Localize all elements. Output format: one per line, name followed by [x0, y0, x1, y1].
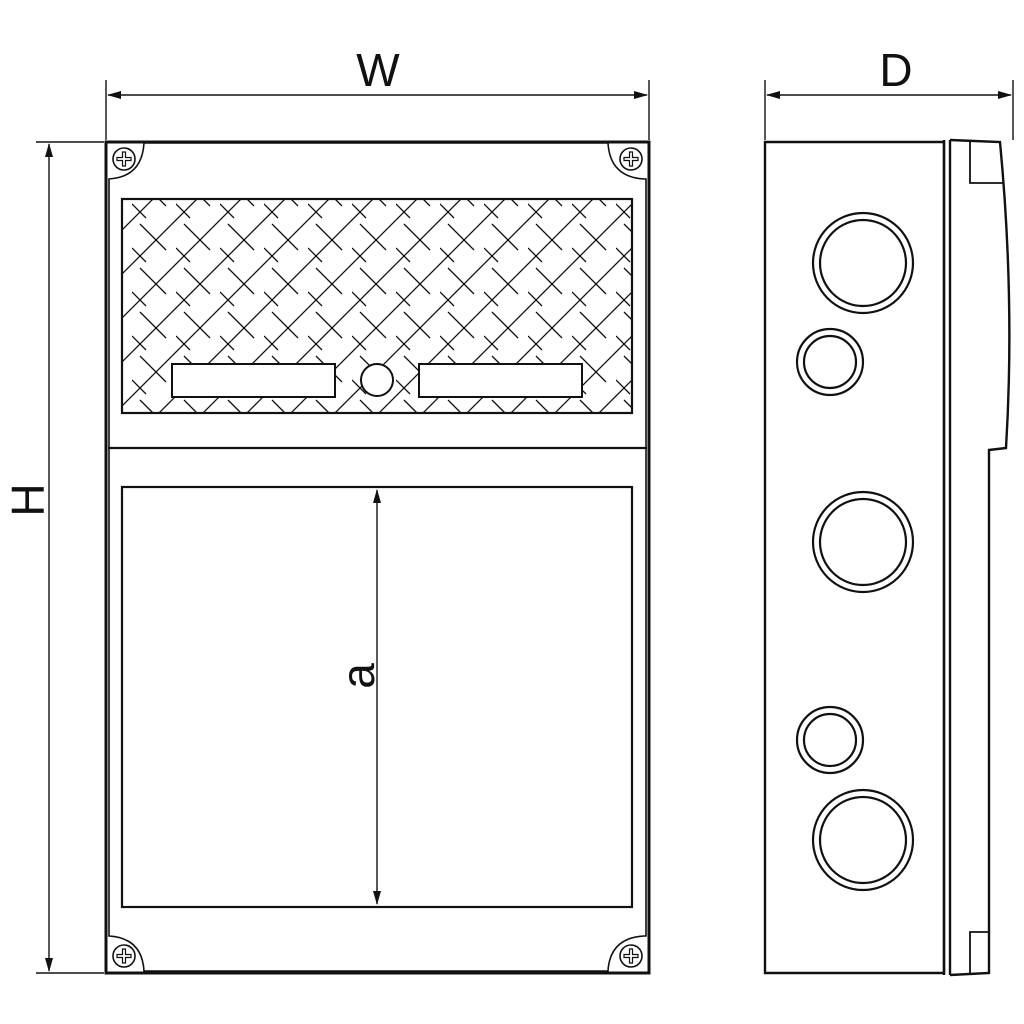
- enclosure-inner-outline: [108, 142, 647, 972]
- width-dimension: W: [105, 44, 650, 140]
- cable-gland-large: [811, 490, 915, 594]
- window-lock: [360, 363, 394, 397]
- inner-height-label: a: [332, 663, 384, 689]
- cable-gland-small: [795, 327, 865, 397]
- height-dimension: H: [2, 141, 104, 974]
- side-lid: [949, 138, 1011, 977]
- lower-panel: [120, 485, 634, 909]
- height-label: H: [2, 483, 54, 516]
- cable-gland-small: [795, 705, 865, 775]
- cable-gland-large: [811, 211, 915, 315]
- side-body: [763, 140, 946, 975]
- breaker-slot-left: [171, 363, 336, 398]
- depth-dimension: D: [764, 44, 1014, 140]
- depth-label: D: [879, 44, 912, 96]
- breaker-slot-right: [418, 363, 583, 398]
- hatched-window: [120, 197, 634, 415]
- phillips-screw-icon: [619, 147, 643, 171]
- phillips-screw-icon: [112, 147, 136, 171]
- enclosure-body: [104, 140, 651, 975]
- front-view: a: [104, 140, 651, 975]
- cable-gland-large: [811, 788, 915, 892]
- side-view: [763, 138, 1011, 977]
- phillips-screw-icon: [619, 944, 643, 968]
- width-label: W: [356, 44, 400, 96]
- inner-height-dimension: a: [332, 489, 384, 905]
- phillips-screw-icon: [112, 944, 136, 968]
